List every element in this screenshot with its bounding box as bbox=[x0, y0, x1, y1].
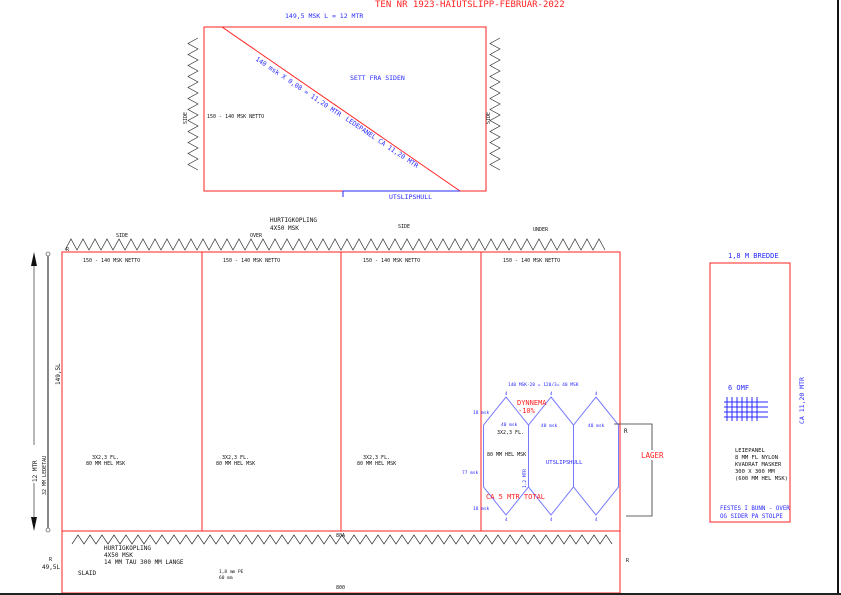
zigzag-top bbox=[64, 238, 606, 251]
bottom-rope-label: 14 MM TAU 300 MM LANGE bbox=[104, 559, 184, 566]
left-dim: 49,5L bbox=[42, 564, 60, 571]
bottom-panel: HURTIGKOPLING 4X50 MSK 14 MM TAU 300 MM … bbox=[42, 530, 630, 594]
section-mesh: 80 MM HEL MSK bbox=[216, 461, 255, 467]
dim-label-bg bbox=[30, 445, 38, 483]
msk-40-label: 40 msk bbox=[588, 423, 605, 429]
lager-label: LAGER bbox=[641, 451, 664, 460]
msk-40-label: 40 msk bbox=[501, 422, 518, 428]
node-label: 4 bbox=[595, 517, 598, 522]
r-mark: R bbox=[66, 247, 70, 253]
side-right-label: SIDE bbox=[486, 112, 492, 124]
dyneema-label: DYNNEMA bbox=[517, 399, 547, 407]
right-r: R bbox=[626, 558, 630, 564]
arrow-up-icon bbox=[31, 252, 37, 266]
zigzag-left bbox=[187, 37, 199, 171]
node-label: 4 bbox=[550, 391, 553, 396]
guide-panel-frame bbox=[709, 262, 791, 523]
section-mesh: 80 MM HEL MSK bbox=[357, 461, 396, 467]
section-twine: 3X2,3 FL. bbox=[363, 455, 390, 461]
bottom-dim: 800 bbox=[336, 585, 345, 591]
msk-77-label: 77 msk bbox=[462, 470, 479, 476]
length-label: 149,5 MSK L = 12 MTR bbox=[285, 12, 363, 20]
section-netto: 150 - 140 MSK NETTO bbox=[363, 258, 420, 264]
outlet-hexagons: 4 4 4 4 4 4 bbox=[483, 391, 619, 522]
coupling-sub: 4X50 MSK bbox=[270, 225, 299, 232]
section-netto: 150 - 140 MSK NETTO bbox=[223, 258, 280, 264]
length-dim-label: 149,5L bbox=[55, 363, 62, 385]
guide-length-label: CA 11,20 MTR bbox=[798, 377, 806, 424]
node-label: 4 bbox=[595, 391, 598, 396]
zigzag-right bbox=[489, 37, 501, 171]
coupling-title: HURTIGKOPLING bbox=[270, 217, 317, 224]
pe-mm-label: 60 mm bbox=[219, 575, 233, 581]
section-mesh: 80 MM HEL MSK bbox=[487, 452, 526, 458]
top-label-side: SIDE bbox=[116, 233, 128, 239]
top-label-side-2: SIDE bbox=[398, 224, 410, 230]
diagonal-label-2: LEDEPANEL CA 11,20 MTR bbox=[344, 115, 420, 170]
diagonal-guide-line bbox=[221, 26, 461, 192]
netto-label: 150 - 140 MSK NETTO bbox=[207, 114, 264, 120]
height-dim-label: 12 MTR bbox=[32, 460, 39, 482]
lager-bg bbox=[640, 450, 664, 460]
main-panel: HURTIGKOPLING 4X50 MSK SIDE OVER SIDE UN… bbox=[30, 217, 664, 539]
fastening-1: FESTES I BUNN - OVER bbox=[720, 506, 790, 512]
diagonal-label-1: 140 msk X 0,08 = 11,20 MTR bbox=[254, 55, 343, 119]
guide-desc: 8 MM FL NYLON bbox=[735, 455, 778, 461]
section-netto: 150 - 140 MSK NETTO bbox=[83, 258, 140, 264]
node-label: 4 bbox=[505, 391, 508, 396]
guide-desc: LEIEPANEL bbox=[735, 448, 765, 454]
drawing-title: TEN NR 1923-HAIUTSLIPP-FEBRUAR-2022 bbox=[375, 0, 565, 10]
node-label: 4 bbox=[505, 517, 508, 522]
pe-label: 1,8 mm PE bbox=[219, 569, 244, 575]
lager-bracket bbox=[614, 423, 653, 517]
hex-width-label: 1,2 MTR bbox=[522, 469, 528, 488]
top-label-under: UNDER bbox=[533, 227, 549, 233]
section-twine: 3X2,3 FL. bbox=[92, 455, 119, 461]
zigzag-bottom bbox=[71, 534, 613, 545]
rope-end-icon bbox=[45, 251, 51, 257]
lager-r: R bbox=[624, 428, 628, 435]
section-twine: 3X2,3 FL. bbox=[222, 455, 249, 461]
side-view-frame bbox=[203, 26, 487, 192]
outlet-bracket bbox=[342, 190, 460, 197]
msk-18-label: 18 msk bbox=[473, 410, 490, 416]
guide-desc: KVADRAT MASKER bbox=[735, 462, 782, 468]
bottom-coupling-sub: 4X50 MSK bbox=[104, 552, 133, 559]
outlet-label: UTSLIPSHULL bbox=[389, 193, 432, 201]
hex-twine: 3X2,3 FL. bbox=[497, 430, 524, 436]
arrow-down-icon bbox=[31, 517, 37, 531]
mid-mark: 80A bbox=[336, 533, 345, 539]
slaid-label: SLAID bbox=[78, 570, 96, 577]
guide-desc: (600 MM HEL MSK) bbox=[735, 476, 788, 482]
hex-outlet-label: UTSLIPSHULL bbox=[546, 460, 583, 466]
msk-40-label: 40 msk bbox=[541, 423, 558, 429]
section-mesh: 80 MM HEL MSK bbox=[86, 461, 125, 467]
view-label: SETT FRA SIDEN bbox=[350, 74, 405, 82]
outlet-hexagon bbox=[573, 396, 619, 516]
omf-label: 6 OMF bbox=[728, 384, 749, 392]
node-label: 4 bbox=[550, 517, 553, 522]
msk-18-label: 18 msk bbox=[473, 506, 490, 512]
side-left-label: SIDE bbox=[183, 112, 189, 124]
width-label: 1,8 M BREDDE bbox=[728, 252, 779, 260]
mesh-grid-icon bbox=[724, 397, 768, 421]
side-view: 149,5 MSK L = 12 MTR SETT FRA SIDEN 140 … bbox=[183, 12, 501, 201]
guide-desc: 300 X 300 MM bbox=[735, 469, 775, 475]
hex-formula: 140 MSK-20 = 120/3= 40 MSK bbox=[508, 382, 579, 388]
bottom-coupling-title: HURTIGKOPLING bbox=[104, 545, 151, 552]
guide-panel: 1,8 M BREDDE 6 OMF CA 11,20 MTR LEIEPANE… bbox=[709, 252, 806, 523]
rope-end-icon bbox=[45, 527, 51, 533]
section-netto: 150 - 140 MSK NETTO bbox=[503, 258, 560, 264]
top-label-over: OVER bbox=[250, 233, 263, 239]
fastening-2: OG SIDER PA STOLPE bbox=[720, 514, 783, 520]
dyneema-pct: -10% bbox=[518, 407, 536, 415]
total-label: CA 5 MTR TOTAL bbox=[486, 493, 545, 501]
viewport-bottom-edge bbox=[0, 593, 841, 595]
left-r: R bbox=[49, 557, 53, 563]
rope-label: 32 MM LEDETAU bbox=[42, 456, 48, 495]
